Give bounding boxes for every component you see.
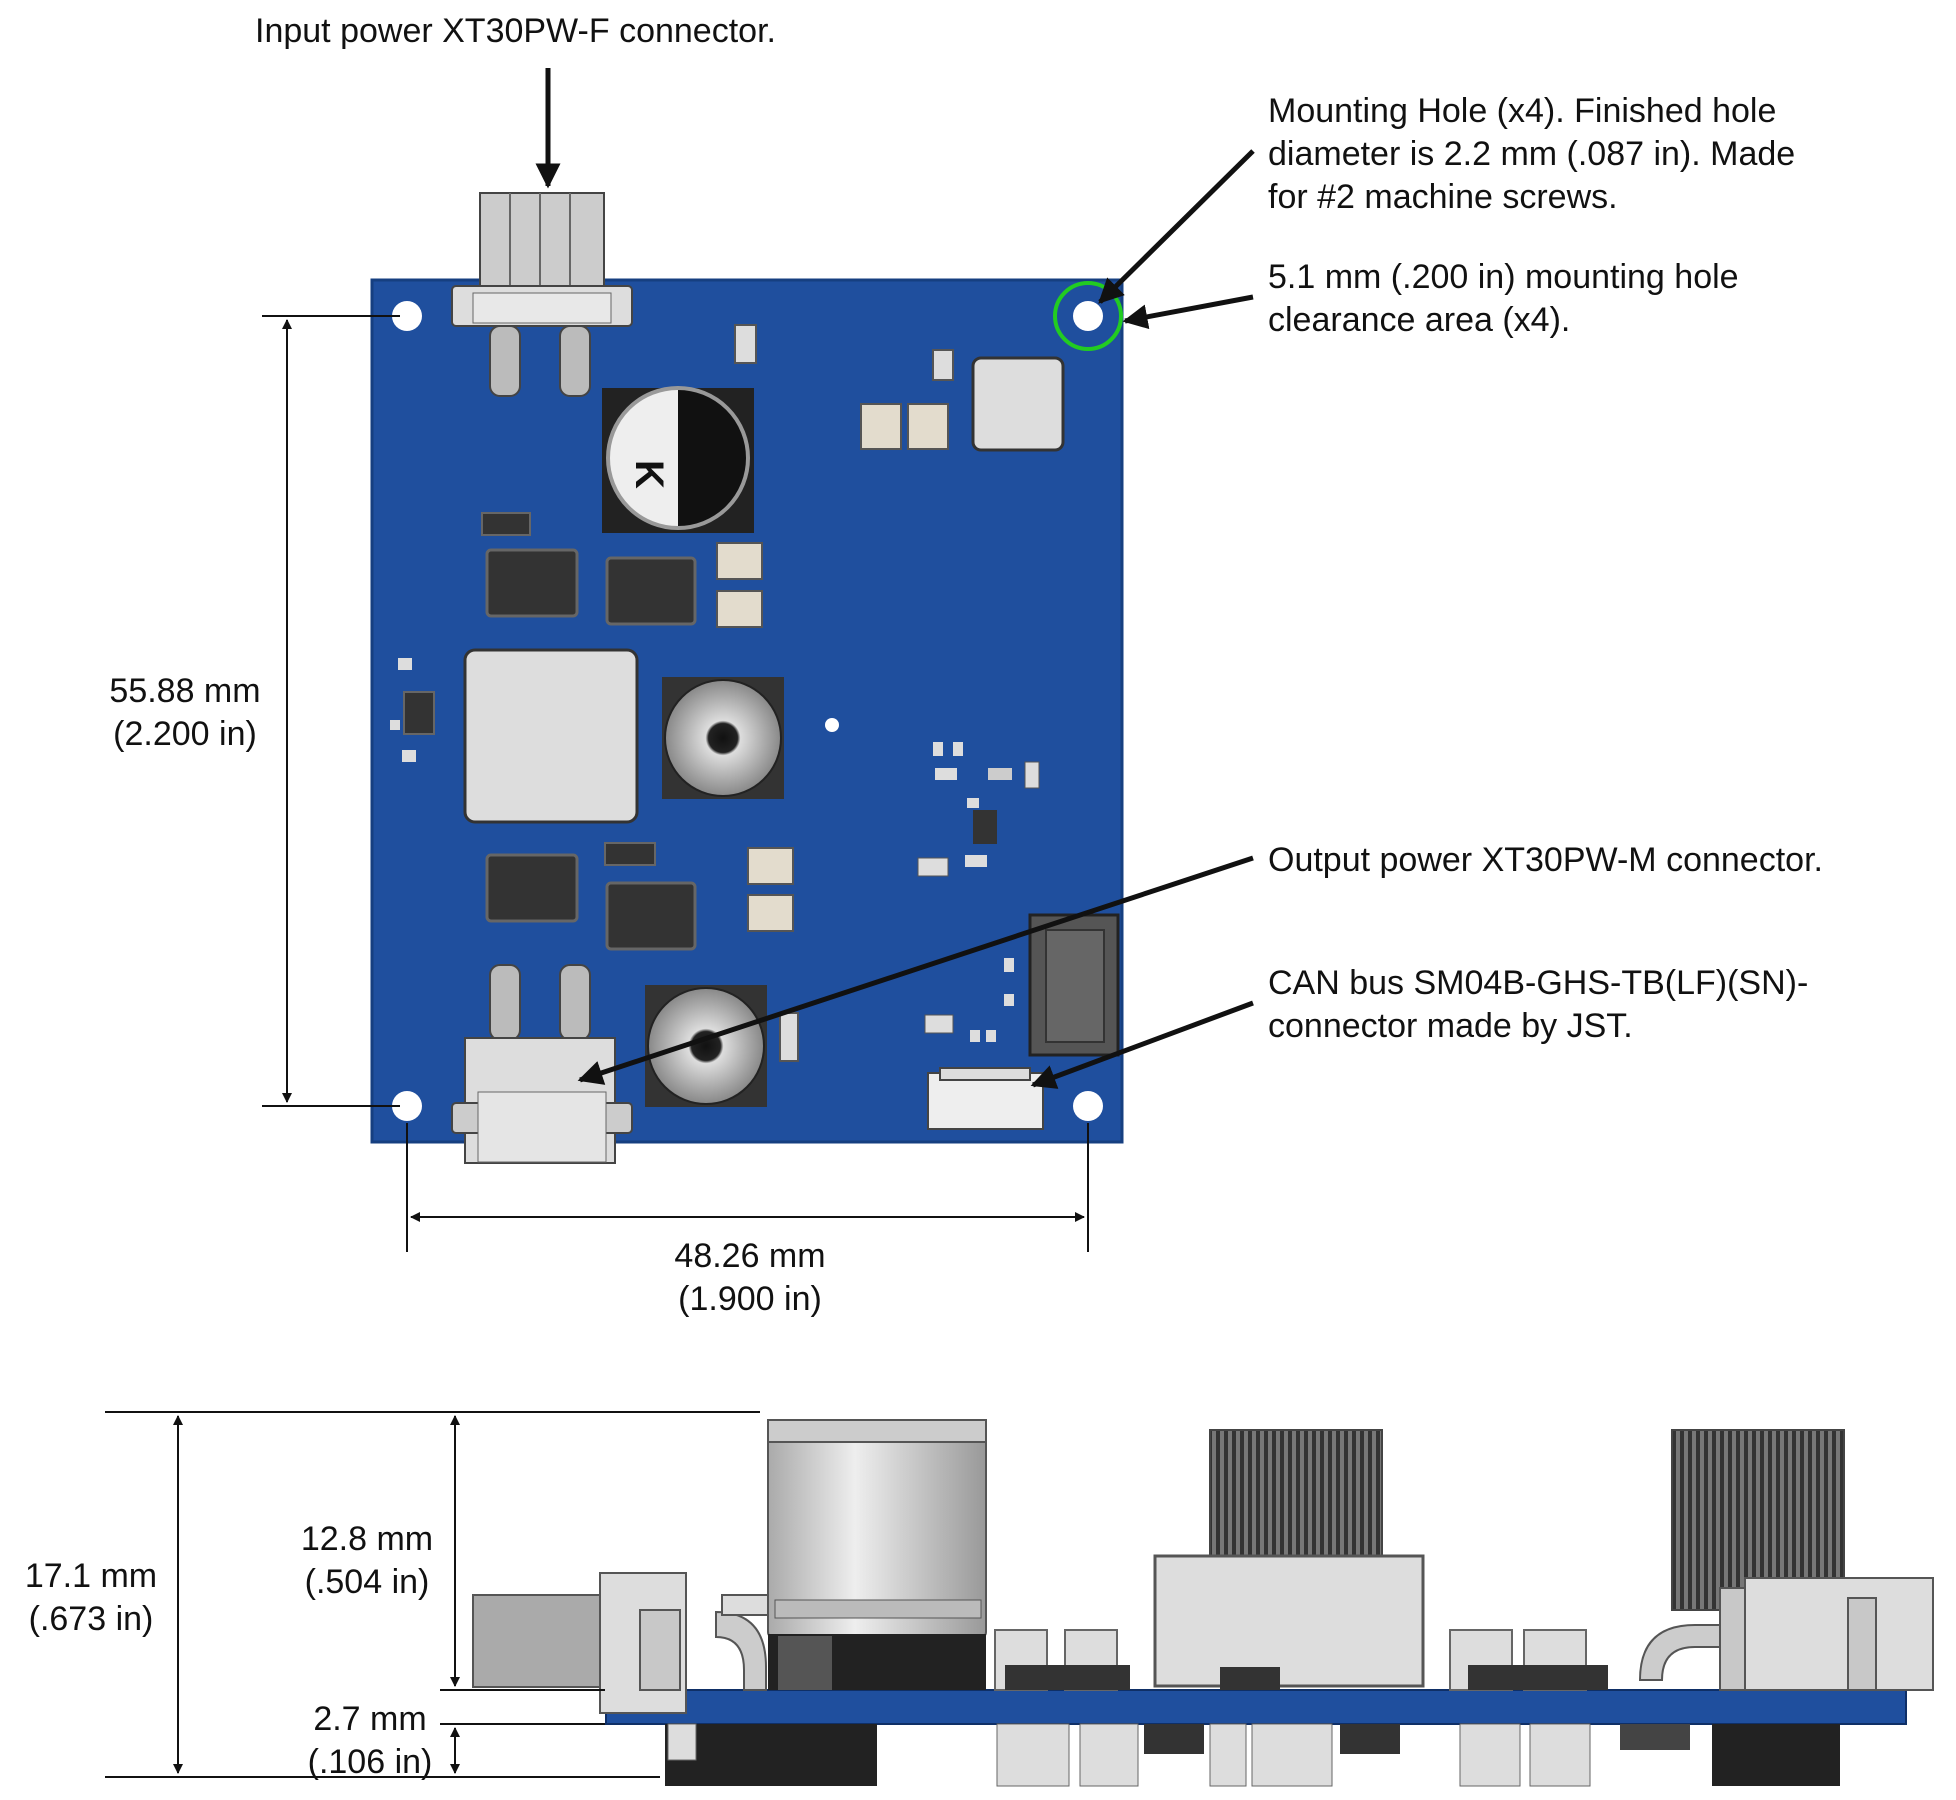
smd-resistor [398,658,412,670]
smd-capacitor [860,403,902,450]
bottom-height-label: 2.7 mm (.106 in) [307,1700,433,1781]
smd-resistor [917,857,949,877]
diode [481,512,531,536]
smd-resistor [970,1030,980,1042]
mounting-hole [1073,301,1103,331]
pcb-side [605,1689,1907,1725]
toroid-inductor [664,679,782,797]
board-height-label: 55.88 mm (2.200 in) [109,672,261,753]
mosfet [485,548,579,618]
smd-resistor [1004,994,1014,1006]
toroid-side [1209,1429,1383,1563]
smd-resistor [965,855,987,867]
can-connector-label: CAN bus SM04B-GHS-TB(LF)(SN)- connector … [1268,964,1809,1045]
transformer [463,648,639,824]
inductor [971,356,1065,452]
via-hole [825,718,839,732]
mounting-hole [392,301,422,331]
smd-resistor [953,742,963,756]
smd-resistor [986,1030,996,1042]
mosfet [605,556,697,626]
smd-capacitor [779,1012,799,1062]
top-height-label: 12.8 mm (.504 in) [300,1520,434,1601]
electrolytic-capacitor: K [602,386,754,533]
input-connector-label: Input power XT30PW-F connector. [255,12,776,50]
smd-capacitor [932,349,954,381]
clearance-arrow [1122,294,1254,330]
clearance-area-label: 5.1 mm (.200 in) mounting hole clearance… [1268,258,1739,339]
ic-small [403,691,435,735]
board-width-label: 48.26 mm (1.900 in) [674,1237,826,1318]
smd-resistor [390,720,400,730]
smd-resistor [935,768,957,780]
smd-capacitor [716,590,763,628]
mosfet [485,853,579,923]
smd-capacitor [907,403,949,450]
mounting-hole [1073,1091,1103,1121]
output-connector-arrow [577,855,1254,1085]
mounting-hole-arrow [1098,149,1255,304]
total-height-label: 17.1 mm (.673 in) [24,1557,158,1638]
smd-capacitor [716,542,763,580]
power-connector-block [1045,929,1105,1043]
output-connector [451,964,633,1164]
clearance-ring [1053,281,1123,351]
smd-capacitor [747,847,794,885]
smd-resistor [967,798,979,808]
mosfet [605,881,697,951]
smd-resistor [1024,761,1040,789]
sot-transistor [973,810,997,844]
transformer-side [1153,1554,1425,1688]
capacitor-marking: K [627,460,671,489]
output-connector-label: Output power XT30PW-M connector. [1268,841,1823,879]
mounting-hole [392,1091,422,1121]
can-connector [939,1067,1031,1081]
can-connector [927,1072,1044,1130]
mounting-hole-label: Mounting Hole (x4). Finished hole diamet… [1268,92,1796,216]
can-connector-arrow [1030,1000,1254,1089]
smd-capacitor [734,324,757,364]
smd-resistor [402,750,416,762]
smd-resistor [988,768,1012,780]
toroid-inductor [647,987,765,1105]
diode [604,842,656,866]
side-view [105,1411,1934,1787]
smd-resistor [933,742,943,756]
smd-resistor [924,1014,954,1034]
top-view: K [262,68,1255,1252]
smd-resistor [1004,958,1014,972]
smd-capacitor [747,894,794,932]
input-connector [451,192,633,397]
